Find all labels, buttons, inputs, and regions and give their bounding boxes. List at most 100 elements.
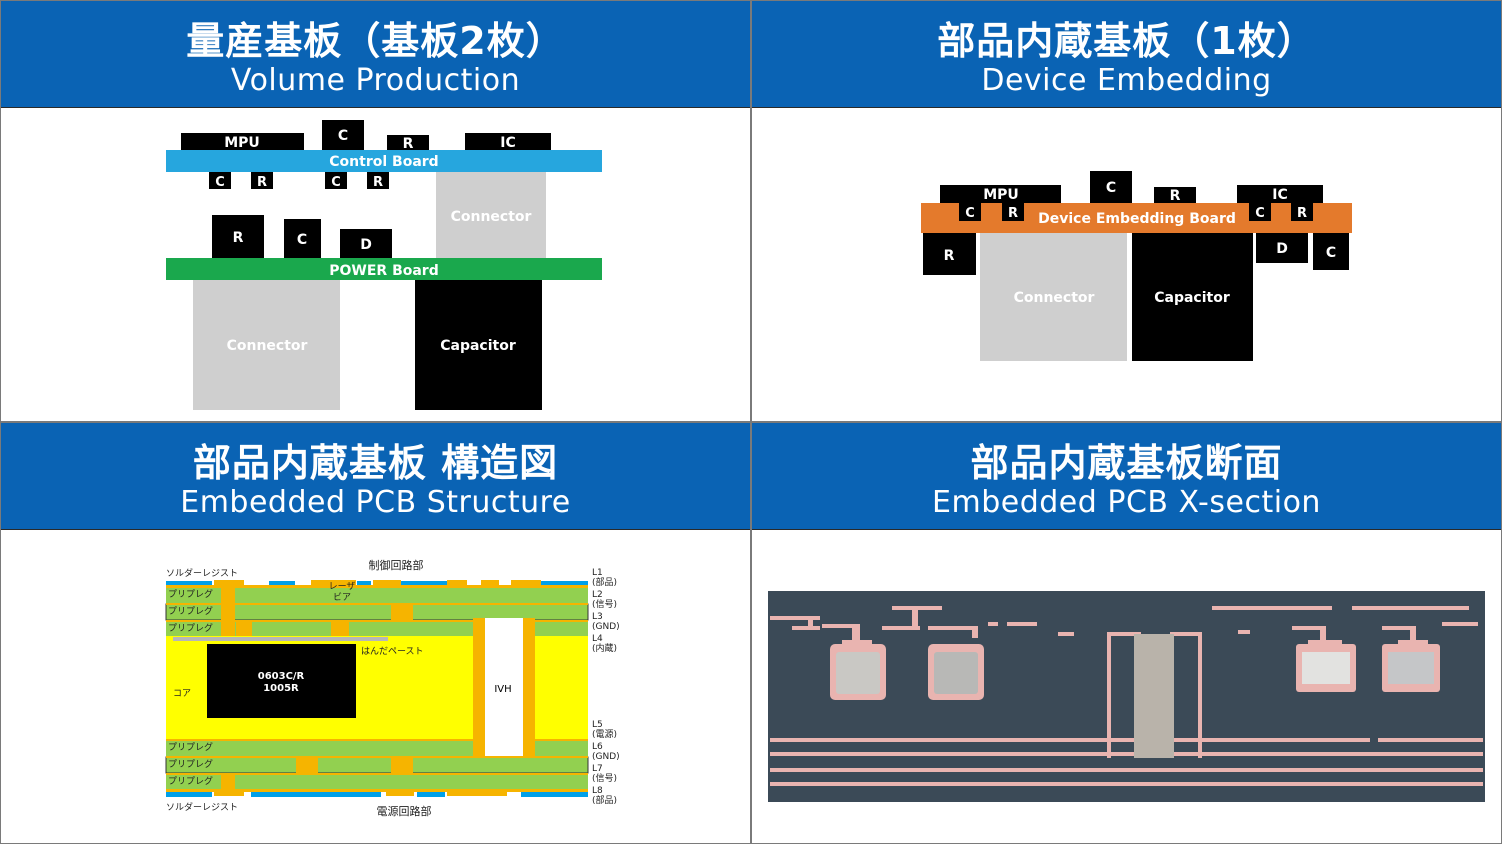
capacitor-block xyxy=(1132,233,1253,361)
capacitor-chip xyxy=(1249,203,1271,221)
laser-via-label: ビア xyxy=(333,592,351,603)
resistor-chip xyxy=(212,215,264,258)
ic-label: IC xyxy=(500,135,515,151)
panel-body: IVH 0603C/R 1005R ソルダーレジスト プリプレグ プリプレグ プ… xyxy=(1,530,750,843)
connector-label: Connector xyxy=(451,209,532,225)
connector-lower xyxy=(193,280,340,410)
layer-label-sub: (GND) xyxy=(592,622,620,632)
prepreg-label: プリプレグ xyxy=(168,741,213,753)
prepreg-layer xyxy=(165,756,589,774)
resistor-chip-label: R xyxy=(233,230,244,246)
mpu-chip xyxy=(181,133,304,150)
panel-title-en: Volume Production xyxy=(230,63,521,98)
panel-title-en: Embedded PCB X-section xyxy=(932,485,1321,520)
layer-labels: L1 (部品) L2 (信号) L3 (GND) L4 (内蔵) L5 (電源)… xyxy=(592,568,620,806)
prepreg-label: プリプレグ xyxy=(168,588,213,600)
ivh-hole xyxy=(485,618,523,756)
resistor-chip xyxy=(251,172,273,189)
layer-label: L4 xyxy=(592,634,603,644)
capacitor-chip xyxy=(209,172,231,189)
connector xyxy=(980,233,1127,361)
copper-traces xyxy=(166,580,588,796)
panel-embedded-structure: 部品内蔵基板 構造図 Embedded PCB Structure xyxy=(0,422,751,844)
resistor-chip-label: R xyxy=(944,248,955,264)
layer-label: L3 xyxy=(592,612,603,622)
layer-label-sub: (部品) xyxy=(592,794,617,806)
capacitor-chip-label: C xyxy=(331,175,341,190)
capacitor-chip-label: C xyxy=(215,175,225,190)
prepreg-layer xyxy=(166,774,588,790)
solder-paste-label: はんだペースト xyxy=(361,646,424,657)
structure-diagram: IVH 0603C/R 1005R ソルダーレジスト プリプレグ プリプレグ プ… xyxy=(165,558,620,818)
panel-title-jp: 部品内蔵基板（1枚） xyxy=(937,19,1316,63)
panel-title-en: Device Embedding xyxy=(981,63,1272,98)
ivh-label: IVH xyxy=(494,684,511,695)
layer-label: L5 xyxy=(592,720,603,730)
prepreg-layer xyxy=(166,587,588,603)
capacitor-chip xyxy=(1313,233,1349,270)
control-board-label: Control Board xyxy=(329,154,438,170)
embedded-chip-body xyxy=(1302,652,1350,684)
control-circuit-label: 制御回路部 xyxy=(369,558,424,572)
resistor-chip xyxy=(1002,203,1024,221)
board-label: Device Embedding Board xyxy=(1038,211,1236,227)
control-board xyxy=(166,150,602,172)
chip-label-1: 0603C/R xyxy=(258,671,305,682)
panel-header: 部品内蔵基板断面 Embedded PCB X-section xyxy=(752,423,1501,530)
layer-label-sub: (信号) xyxy=(592,772,617,784)
resistor-chip-label: R xyxy=(1008,206,1018,221)
solder-resist xyxy=(166,581,588,797)
embedded-chip-body xyxy=(1388,652,1434,684)
embedded-chip-body xyxy=(934,652,978,694)
panel-title-jp: 部品内蔵基板断面 xyxy=(970,441,1283,485)
resistor-chip xyxy=(1154,187,1196,203)
panel-title-jp: 部品内蔵基板 構造図 xyxy=(192,441,559,485)
capacitor-chip-label: C xyxy=(297,232,307,248)
capacitor-chip-label: C xyxy=(965,206,975,221)
volume-production-diagram: MPU C R IC Control Board C R C R Connect… xyxy=(166,120,602,410)
prepreg-label: プリプレグ xyxy=(168,758,213,770)
capacitor-chip-label: C xyxy=(1326,245,1336,261)
capacitor-label: Capacitor xyxy=(1154,290,1230,306)
power-board xyxy=(166,258,602,280)
panel-header: 部品内蔵基板 構造図 Embedded PCB Structure xyxy=(1,423,750,530)
panel-body: MPU C R IC Device Embedding Board C R C … xyxy=(752,108,1501,421)
resistor-chip xyxy=(923,233,976,275)
layer-label: L1 xyxy=(592,568,603,578)
capacitor-chip xyxy=(959,203,981,221)
capacitor-chip xyxy=(1090,171,1132,203)
capacitor-chip-label: C xyxy=(1106,180,1116,196)
diode-chip xyxy=(340,229,392,258)
resistor-chip-label: R xyxy=(1170,188,1181,204)
diode-chip xyxy=(1256,233,1308,263)
embedded-chip xyxy=(207,644,356,718)
capacitor-chip-label: C xyxy=(338,128,348,144)
device-embedding-diagram: MPU C R IC Device Embedding Board C R C … xyxy=(921,171,1352,361)
connector-label: Connector xyxy=(227,338,308,354)
via-fill xyxy=(1134,634,1174,758)
laser-via-label: レーザ xyxy=(329,581,356,592)
resistor-chip-label: R xyxy=(373,175,383,190)
core-label: コア xyxy=(173,689,191,699)
panel-header: 量産基板（基板2枚） Volume Production xyxy=(1,1,750,108)
capacitor-chip xyxy=(322,120,364,150)
panel-device-embedding: 部品内蔵基板（1枚） Device Embedding MPU C R IC D… xyxy=(751,0,1502,422)
layer-label-sub: (GND) xyxy=(592,752,620,762)
capacitor-block xyxy=(415,280,542,410)
panel-volume-production: 量産基板（基板2枚） Volume Production MPU C R IC … xyxy=(0,0,751,422)
resistor-chip-label: R xyxy=(403,136,414,152)
resistor-chip-label: R xyxy=(257,175,267,190)
resistor-chip xyxy=(367,172,389,189)
resistor-chip-label: R xyxy=(1297,206,1307,221)
panel-header: 部品内蔵基板（1枚） Device Embedding xyxy=(752,1,1501,108)
panel-body xyxy=(752,530,1501,843)
connector-upper xyxy=(436,172,546,258)
solder-resist-label: ソルダーレジスト xyxy=(166,567,238,579)
layer-label-sub: (信号) xyxy=(592,598,617,610)
power-circuit-label: 電源回路部 xyxy=(377,804,432,818)
capacitor-chip-label: C xyxy=(1255,206,1265,221)
panel-title-jp: 量産基板（基板2枚） xyxy=(186,19,565,63)
resistor-chip xyxy=(1291,203,1313,221)
layer-label: L6 xyxy=(592,742,603,752)
xsection-photo xyxy=(768,591,1485,802)
